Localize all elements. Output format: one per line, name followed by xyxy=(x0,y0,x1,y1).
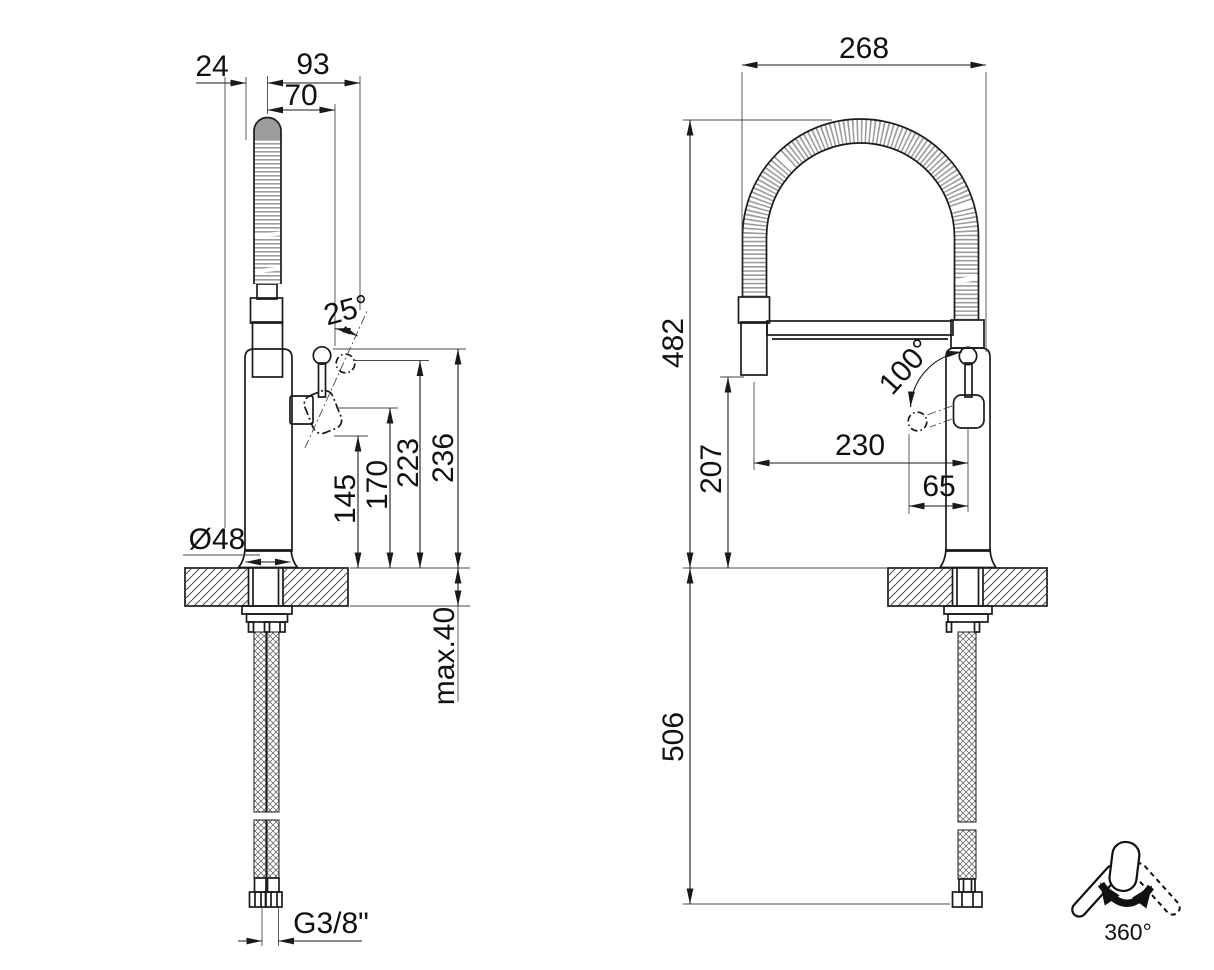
spout-arm xyxy=(766,320,954,336)
dim-label-170: 170 xyxy=(361,460,394,510)
mounting-hardware-side xyxy=(241,605,293,633)
dim-label-93: 93 xyxy=(296,48,329,81)
dim-label-70: 70 xyxy=(284,79,317,112)
side-view xyxy=(184,116,356,908)
lever-alt-link-1 xyxy=(926,405,953,416)
base-flange-front xyxy=(938,549,998,569)
dim-label-236: 236 xyxy=(427,433,460,483)
lever-alt-link-2 xyxy=(929,418,953,428)
faucet-body-outline xyxy=(244,348,293,552)
dim-label-max40: max.40 xyxy=(428,607,461,705)
dim-label-207: 207 xyxy=(695,444,728,494)
spray-head-icon xyxy=(1108,840,1141,893)
dim-label-145: 145 xyxy=(329,474,362,524)
lever-ball-alt-position xyxy=(335,353,356,374)
dim-label-25deg: 25° xyxy=(320,289,372,333)
hose-nuts-side xyxy=(248,891,283,908)
lever-paddle-front xyxy=(952,394,985,429)
lever-stick xyxy=(317,362,327,398)
neck-collar-lower xyxy=(251,321,284,378)
neck-collar-upper xyxy=(249,297,284,324)
rotation-arrow-icon xyxy=(1097,881,1155,909)
lever-ball-alt-front xyxy=(907,411,928,432)
lever-ball xyxy=(312,345,332,366)
arch-holder xyxy=(950,319,985,349)
rotation-360-label: 360° xyxy=(1104,919,1152,945)
lever-stick-front xyxy=(964,362,973,398)
dimension-labels: 24 93 70 25° 145 170 223 236 Ø48 max.40 … xyxy=(189,32,956,940)
dim-label-65: 65 xyxy=(922,470,955,503)
front-view xyxy=(737,118,1048,908)
mounting-hardware-front xyxy=(943,605,993,633)
dim-label-268: 268 xyxy=(839,32,889,65)
dim-label-thread-g38: G3/8" xyxy=(293,907,369,940)
hand-spray-front xyxy=(740,321,768,376)
hand-spray-docked xyxy=(303,389,343,435)
dim-label-506: 506 xyxy=(657,712,690,762)
supply-hoses-side xyxy=(248,631,283,908)
countertop-slab-front xyxy=(887,567,1048,607)
dimension-lines xyxy=(196,61,986,945)
spray-holder-collar xyxy=(737,296,771,324)
spring-hose-stowed xyxy=(251,116,284,284)
lever-base-block xyxy=(289,395,314,425)
threaded-stub xyxy=(256,283,278,300)
spring-hose-arch xyxy=(741,118,980,321)
dim-label-223: 223 xyxy=(392,438,425,488)
spout-arm-dashed-icon xyxy=(1131,862,1181,916)
extension-lines xyxy=(183,72,987,946)
dim-label-diameter-48: Ø48 xyxy=(189,523,246,556)
rotation-360-icon: 360° xyxy=(1071,840,1181,945)
base-flange xyxy=(236,549,300,569)
dim-label-230: 230 xyxy=(835,429,885,462)
lever-ball-front xyxy=(958,346,978,366)
dim-label-482: 482 xyxy=(657,318,690,368)
dim-label-24: 24 xyxy=(195,50,228,83)
hose-nut-front xyxy=(951,891,983,908)
supply-hose-front xyxy=(951,631,983,908)
countertop-slab-side xyxy=(184,567,349,607)
